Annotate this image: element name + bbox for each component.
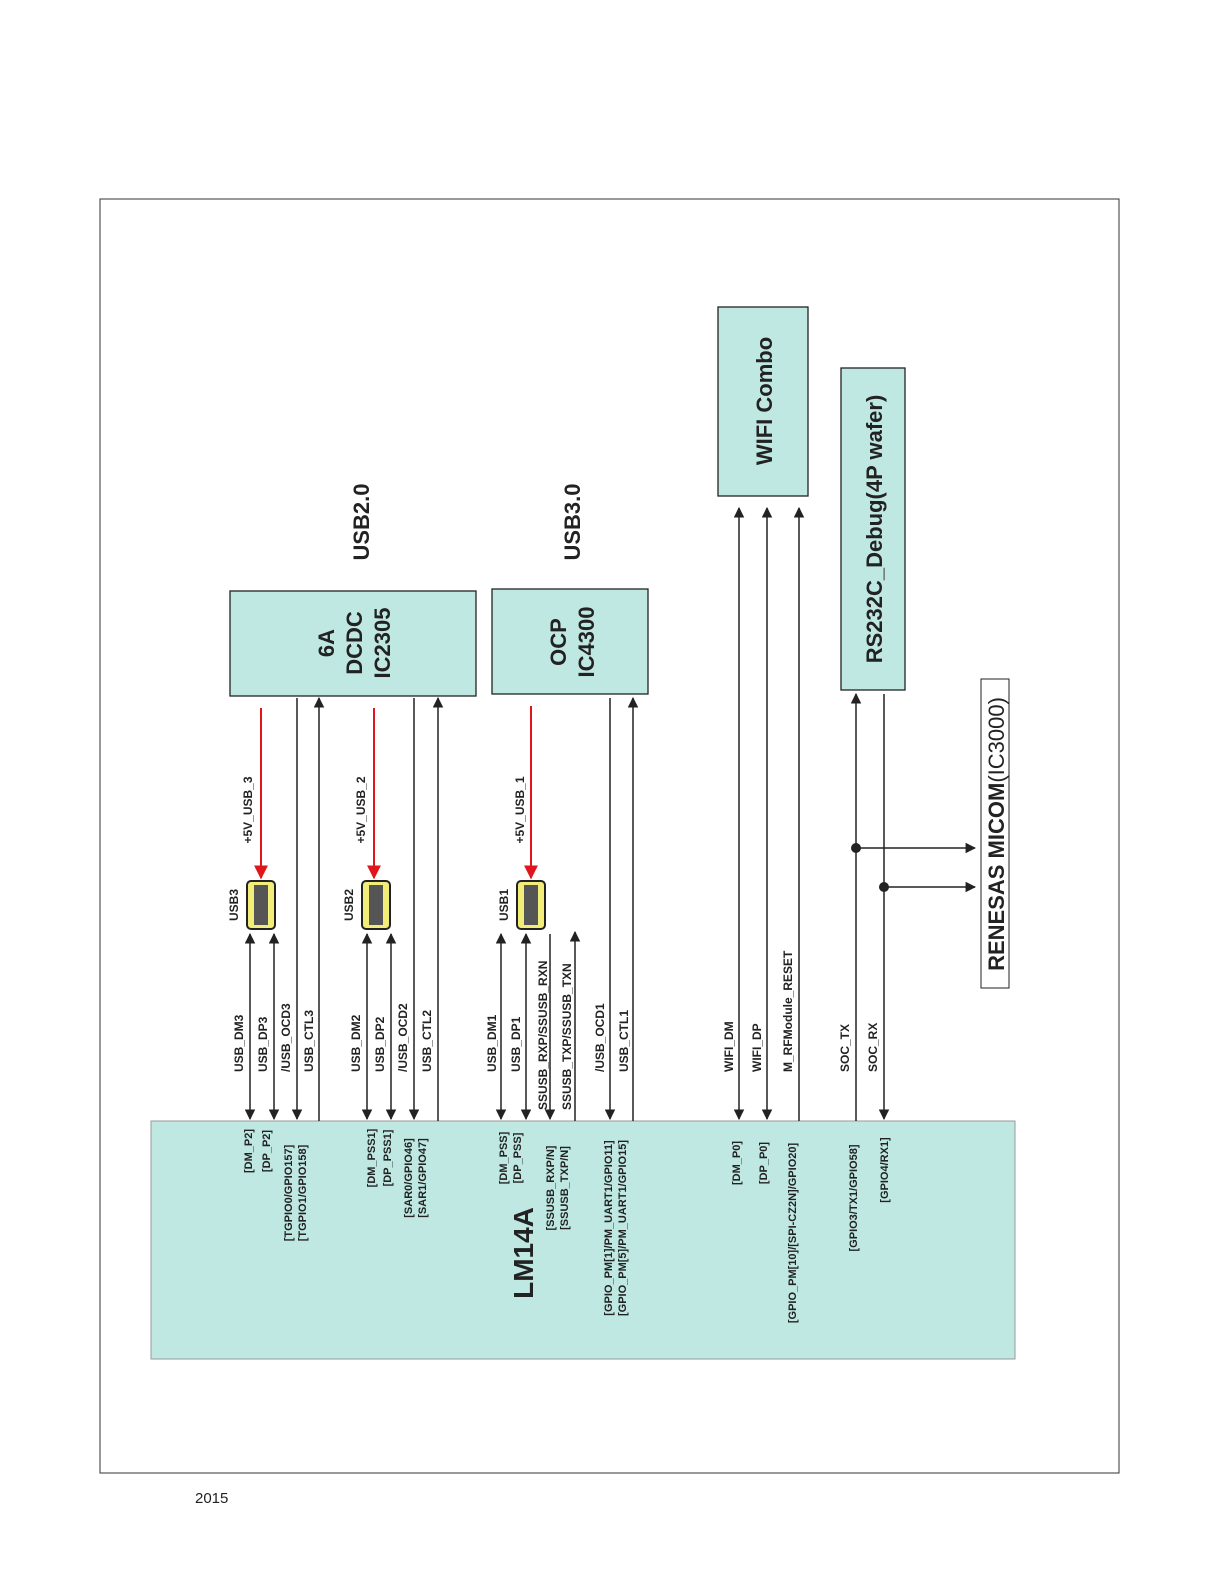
signal-label: USB_CTL1 [617, 1010, 631, 1072]
usb2-title: USB2.0 [349, 483, 374, 560]
signal-label: SOC_TX [838, 1024, 852, 1072]
pin-label: [DP_PSS1] [382, 1129, 394, 1186]
ocp-label-2: IC4300 [574, 607, 599, 678]
wifi-label: WIFI Combo [752, 337, 777, 465]
pin-label: [SAR0/GPIO46] [403, 1138, 415, 1218]
signal-label: USB_DP3 [256, 1016, 270, 1072]
dcdc-label-1: 6A [314, 629, 339, 657]
ocp-label-1: OCP [546, 618, 571, 666]
pin-label: [DP_P2] [261, 1130, 273, 1173]
micom-label: RENESAS MICOM(IC3000) [984, 697, 1009, 971]
junction-soc-tx [851, 843, 861, 853]
pin-label: [TGPIO0/GPIO157] [283, 1144, 295, 1241]
dcdc-label-2: DCDC [342, 611, 367, 675]
pin-label: [GPIO3/TX1/GPIO58] [848, 1144, 860, 1251]
signal-label: USB_DM2 [349, 1014, 363, 1072]
usb3-port [246, 880, 276, 930]
signal-label: USB_DM3 [232, 1014, 246, 1072]
rs232-block [840, 367, 906, 691]
signal-label: SSUSB_TXP/SSUSB_TXN [560, 963, 574, 1110]
pin-label: [GPIO_PM[1]/PM_UART1/GPIO11] [603, 1140, 615, 1316]
pin-label: [SSUSB_RXP/N] [545, 1145, 557, 1230]
signal-label: SSUSB_RXP/SSUSB_RXN [536, 961, 550, 1110]
ocp-block [491, 588, 649, 695]
dcdc-block [229, 590, 477, 697]
usb3-port-label: USB3 [227, 889, 241, 921]
signal-label: SOC_RX [866, 1023, 880, 1072]
page-frame [99, 198, 1120, 1474]
micom-label-ic: (IC3000) [984, 697, 1009, 783]
pin-label: [DM_P2] [243, 1129, 255, 1173]
pin-label: [GPIO_PM[10]/[SPI-CZ2N]/GPIO20] [787, 1143, 799, 1324]
footer-year: 2015 [195, 1490, 229, 1507]
pin-label: [SAR1/GPIO47] [417, 1138, 429, 1218]
usb1-port-label: USB1 [497, 889, 511, 921]
pin-label: [DP_P0] [758, 1142, 770, 1185]
signal-label: M_RFModule_RESET [781, 950, 795, 1072]
lm14a-block [150, 1120, 1016, 1360]
signal-label: USB_CTL3 [302, 1010, 316, 1072]
power-label-usb1: +5V_USB_1 [513, 776, 527, 843]
micom-label-bold: RENESAS MICOM [984, 783, 1009, 971]
micom-box [980, 678, 1010, 989]
signal-label: USB_DP2 [373, 1016, 387, 1072]
pin-label: [GPIO_PM[5]/PM_UART1/GPIO15] [617, 1140, 629, 1316]
pin-label: [GPIO4/RX1] [879, 1137, 891, 1203]
usb2-port [361, 880, 391, 930]
signal-label: WIFI_DP [750, 1023, 764, 1072]
pin-label: [DM_P0] [731, 1141, 743, 1185]
junction-soc-rx [879, 882, 889, 892]
signal-label: /USB_OCD1 [593, 1003, 607, 1072]
power-label-usb2: +5V_USB_2 [354, 776, 368, 843]
pin-label: [TGPIO1/GPIO158] [297, 1144, 309, 1241]
lm14a-label: LM14A [508, 1207, 539, 1299]
rs232-label: RS232C_Debug(4P wafer) [862, 395, 887, 664]
power-label-usb3: +5V_USB_3 [241, 776, 255, 843]
dcdc-label-3: IC2305 [370, 608, 395, 679]
usb3-title: USB3.0 [560, 483, 585, 560]
signal-label: USB_CTL2 [420, 1010, 434, 1072]
pin-label: [DM_PSS1] [366, 1128, 378, 1187]
usb2-port-label: USB2 [342, 889, 356, 921]
pin-label: [DM_PSS] [498, 1131, 510, 1184]
pin-label: [SSUSB_TXP/N] [559, 1146, 571, 1230]
wifi-block [717, 306, 809, 497]
signal-label: USB_DP1 [509, 1016, 523, 1072]
signal-label: /USB_OCD3 [279, 1003, 293, 1072]
pin-label: [DP_PSS] [512, 1132, 524, 1183]
signal-label: /USB_OCD2 [396, 1003, 410, 1072]
signal-label: WIFI_DM [722, 1021, 736, 1072]
signal-label: USB_DM1 [485, 1014, 499, 1072]
usb1-port [516, 880, 546, 930]
